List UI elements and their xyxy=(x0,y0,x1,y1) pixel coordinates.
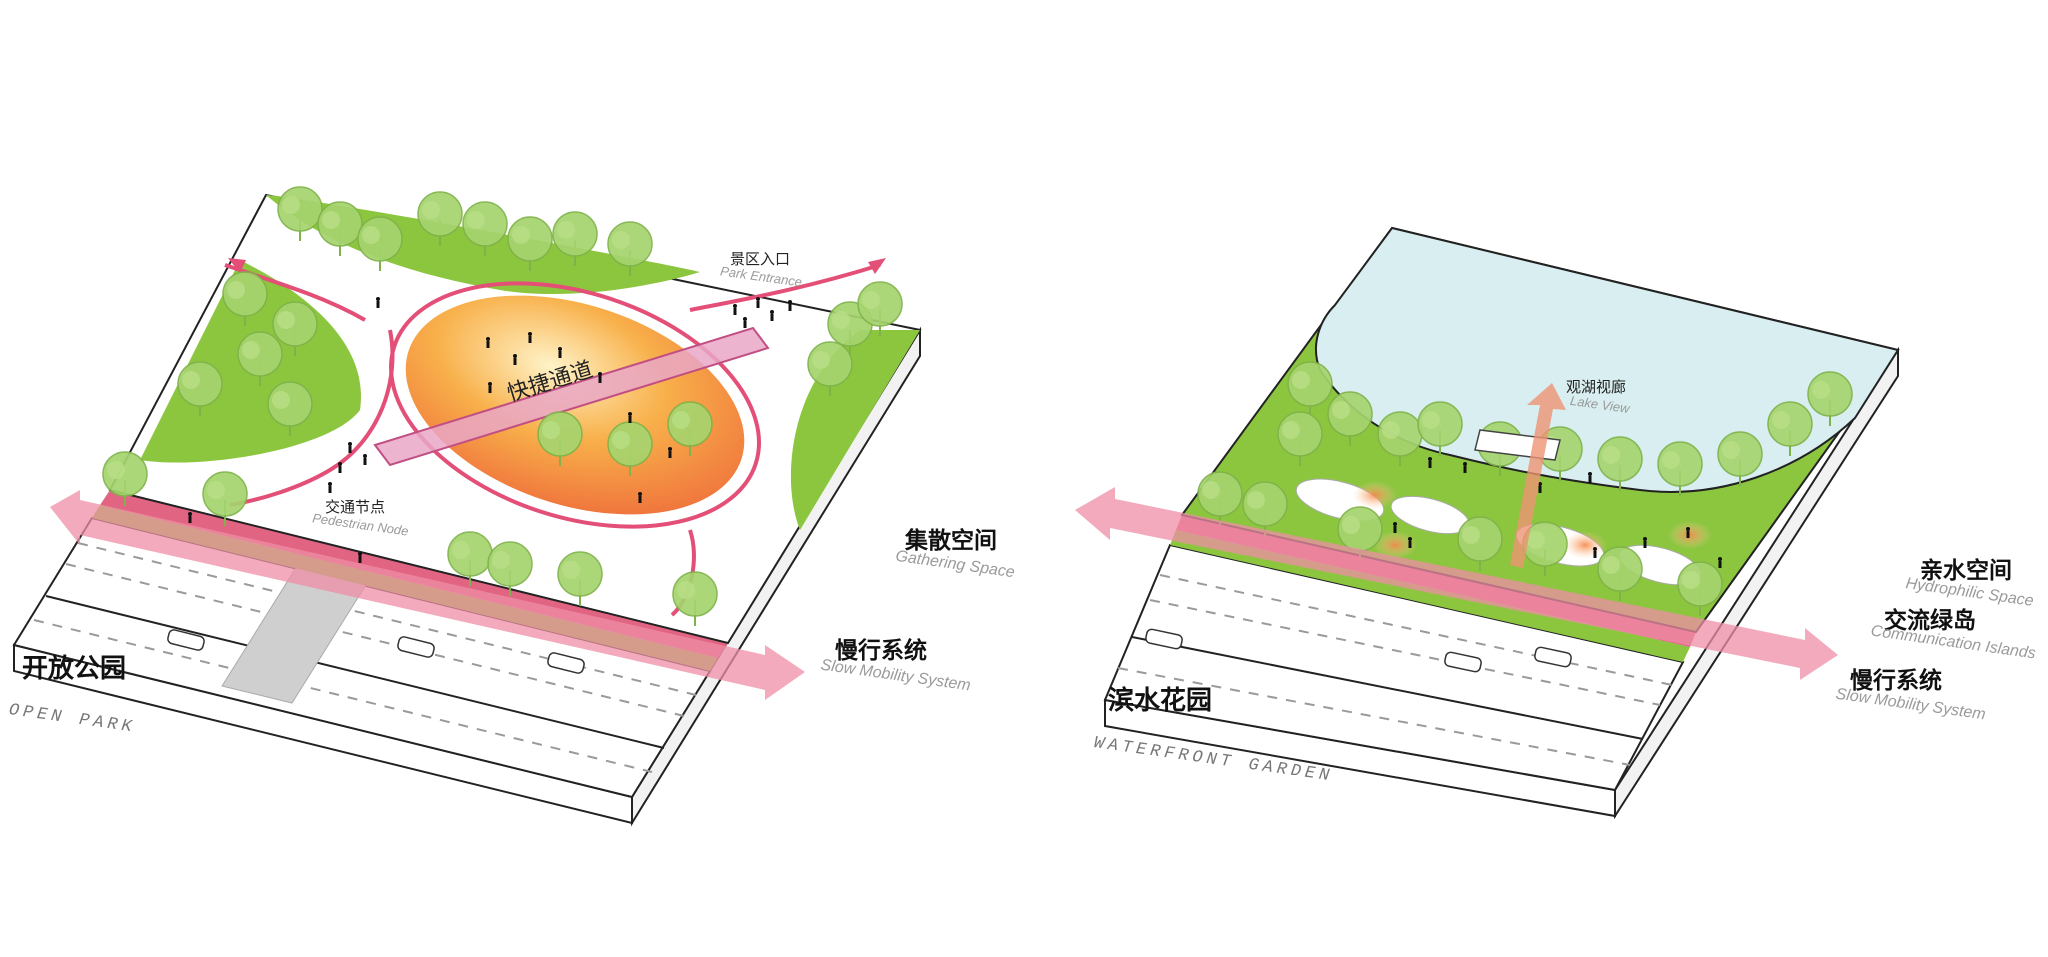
lake-view-arrow xyxy=(1510,383,1566,568)
left-slow-mobility-cn: 慢行系统 xyxy=(835,638,927,664)
fast-passage-bar xyxy=(373,326,770,467)
lake-view-cn: 观湖视廊 xyxy=(1566,378,1627,396)
right-cars xyxy=(1145,628,1572,673)
pedestrian-node-cn: 交通节点 xyxy=(325,498,386,516)
left-slow-mobility-arrow xyxy=(50,490,805,700)
warm-spots xyxy=(1353,481,1712,559)
left-diagram xyxy=(12,186,922,827)
islands-cn: 交流绿岛 xyxy=(1884,608,1976,634)
left-cars xyxy=(167,629,585,674)
right-slab-right xyxy=(1614,346,1899,820)
right-title-cn: 滨水花园 xyxy=(1108,686,1213,716)
park-entrance-cn: 景区入口 xyxy=(730,250,791,268)
gathering-space-cn: 集散空间 xyxy=(905,528,997,554)
right-diagram xyxy=(1075,226,1900,820)
left-title-cn: 开放公园 xyxy=(22,654,127,684)
hydrophilic-cn: 亲水空间 xyxy=(1920,558,2012,584)
right-slow-mobility-arrow xyxy=(1075,487,1838,680)
right-slow-mobility-cn: 慢行系统 xyxy=(1850,668,1942,694)
